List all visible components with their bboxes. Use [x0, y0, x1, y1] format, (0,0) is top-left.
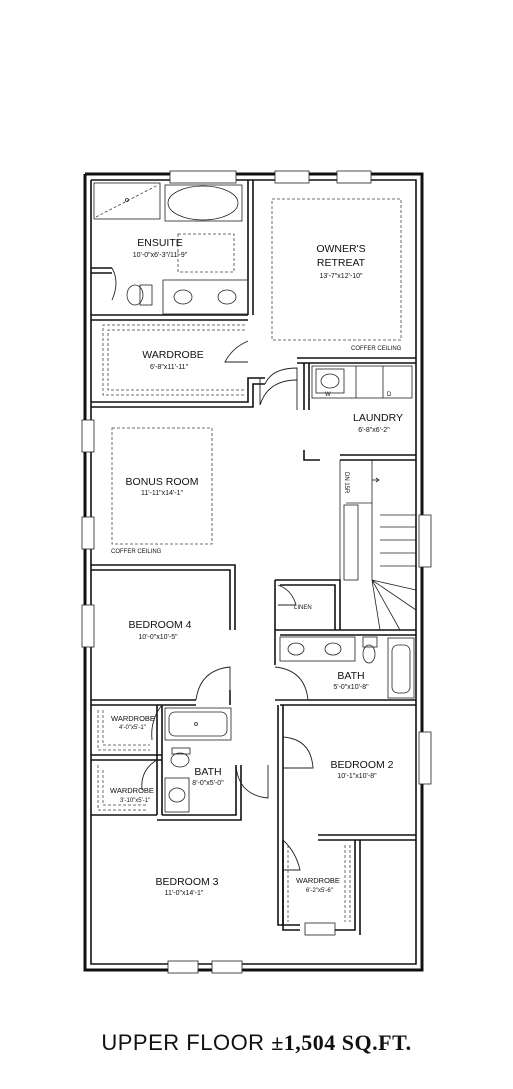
floor-name: UPPER FLOOR: [101, 1030, 265, 1055]
wardrobe-bed3-name: WARDROBE: [110, 786, 154, 795]
ensuite-name: ENSUITE: [137, 237, 183, 249]
wardrobe-bed3-dims: 3'-10"x5'-1": [120, 798, 150, 804]
floor-caption: UPPER FLOOR ±1,504 SQ.FT.: [0, 1030, 513, 1056]
owners-retreat-name-2: RETREAT: [317, 257, 366, 269]
wardrobe-main-dims: 6'-8"x11'-11": [150, 364, 189, 371]
coffer-ceiling-owner-note: COFFER CEILING: [351, 346, 402, 352]
coffer-ceiling-bonus: [111, 427, 213, 545]
floor-plan: ENSUITE 10'-0"x6'-3"/11'-9" OWNER'S RETR…: [81, 170, 432, 974]
laundry-dims: 6'-8"x6'-2": [358, 427, 390, 434]
small-wardrobe-shelves: [97, 710, 351, 922]
laundry-fixtures: [311, 365, 413, 399]
bedroom-2-name: BEDROOM 2: [330, 759, 393, 771]
owners-retreat-name-1: OWNER'S: [316, 243, 365, 255]
washer-label: W: [325, 392, 331, 398]
bedroom-3-name: BEDROOM 3: [155, 876, 218, 888]
floor-area: ±1,504 SQ.FT.: [271, 1030, 412, 1055]
interior-walls: [91, 180, 416, 935]
bedroom-2-dims: 10'-1"x10'-8": [337, 773, 377, 780]
owners-retreat-dims: 13'-7"x12'-10": [319, 273, 363, 280]
room-labels: ENSUITE 10'-0"x6'-3"/11'-9" OWNER'S RETR…: [110, 237, 403, 897]
wardrobe-bed2-dims: 6'-2"x5'-6": [306, 888, 333, 894]
bath-main-dims: 5'-0"x10'-8": [333, 684, 369, 691]
coffer-ceiling-owner: [271, 198, 402, 341]
ensuite-fixtures: [91, 182, 249, 315]
wardrobe-bed2-name: WARDROBE: [296, 876, 340, 885]
stair: [343, 460, 417, 631]
wardrobe-bed4-dims: 4'-0"x5'-1": [119, 725, 146, 731]
wardrobe-main-shelves: [102, 324, 249, 396]
bedroom-3-dims: 11'-0"x14'-1": [165, 890, 204, 897]
dryer-label: D: [387, 392, 392, 398]
bonus-room-dims: 11'-11"x14'-1": [141, 490, 184, 497]
main-bath-fixtures: [279, 636, 415, 699]
bath-lower-dims: 8'-0"x5'-0": [192, 780, 224, 787]
bonus-room-name: BONUS ROOM: [126, 476, 199, 488]
lower-bath-fixtures: [164, 707, 232, 813]
bedroom-4-name: BEDROOM 4: [128, 619, 191, 631]
stair-dn-note: DN 15R: [343, 472, 349, 494]
wardrobe-main-name: WARDROBE: [142, 349, 203, 361]
bedroom-4-dims: 10'-0"x10'-5": [138, 634, 178, 641]
ensuite-dims: 10'-0"x6'-3"/11'-9": [133, 252, 188, 259]
wardrobe-bed4-name: WARDROBE: [111, 714, 155, 723]
doors: [141, 367, 314, 871]
laundry-name: LAUNDRY: [353, 412, 403, 424]
linen-name: LINEN: [294, 605, 312, 611]
bath-lower-name: BATH: [194, 766, 221, 778]
bath-main-name: BATH: [337, 670, 364, 682]
coffer-ceiling-bonus-note: COFFER CEILING: [111, 549, 162, 555]
windows: [81, 170, 432, 974]
